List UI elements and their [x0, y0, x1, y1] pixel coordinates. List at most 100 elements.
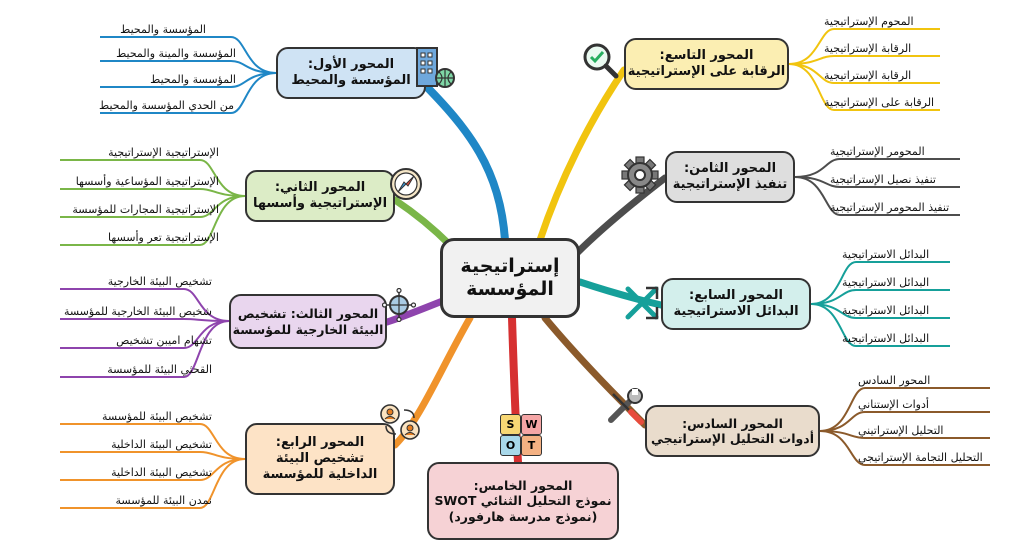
leaf-lines	[60, 28, 990, 509]
leaf-a9-2: الرقابة الإستراتيجية	[824, 42, 912, 55]
leaf-a4-2: تشخيص البيئة الداخلية	[111, 438, 212, 451]
leaf-line-a7-1	[810, 261, 950, 305]
swot-cell-w: W	[521, 414, 542, 435]
leaf-a7-2: البدائل الاستراتيجية	[842, 276, 930, 289]
axis-5-title: المحور الخامس:	[473, 478, 573, 494]
axis-9-subtitle: الرقابة على الإستراتيجية	[627, 64, 786, 79]
leaf-a2-1: الإستراتيجية الإستراتيجية	[108, 146, 219, 159]
central-topic[interactable]: إستراتيجية المؤسسة	[440, 238, 580, 318]
leaf-a3-4: القحثي البيئة للمؤسسة	[107, 363, 212, 376]
branch-a1	[416, 76, 509, 244]
swot-cell-t: T	[521, 435, 542, 456]
leaf-a2-3: الإستراتيجية المجارات للمؤسسة	[72, 203, 219, 216]
axis-2-node[interactable]: المحور الثاني: الإستراتيجية وأسسها	[245, 170, 395, 222]
axis-5-subtitle-2: (نموذج مدرسة هارفورد)	[448, 508, 598, 524]
branch-a2	[391, 196, 454, 249]
leaf-a1-1: المؤسسة والمحيط	[120, 23, 206, 36]
leaf-a6-4: التحليل التجامة الإستراتيجي	[858, 451, 983, 464]
axis-9-node[interactable]: المحور التاسع: الرقابة على الإستراتيجية	[624, 38, 789, 90]
leaf-a8-3: تنفيذ المحومر الإستراتيجية	[830, 201, 950, 214]
axis-7-node[interactable]: المحور السابع: البدائل الاستراتيجية	[661, 278, 811, 330]
swot-cell-o: O	[500, 435, 521, 456]
axis-4-subtitle-2: الداخلية للمؤسسة	[262, 466, 378, 482]
leaf-line-a2-4	[60, 195, 246, 246]
leaf-line-a3-4	[60, 320, 230, 378]
central-topic-line1: إستراتيجية	[460, 254, 560, 277]
leaf-line-a1-4	[100, 72, 277, 114]
axis-4-subtitle: تشخيص البيئة	[275, 451, 365, 467]
axis-1-title: المحور الأول:	[307, 57, 395, 73]
magnifier-check-icon	[583, 43, 619, 79]
leaf-a2-4: الإستراتيجية تعر وأسسها	[108, 231, 219, 244]
wrench-screwdriver-icon	[608, 388, 644, 425]
leaf-line-a6-1	[819, 387, 990, 432]
people-exchange-icon	[380, 404, 420, 440]
axis-4-node[interactable]: المحور الرابع: تشخيص البيئة الداخلية للم…	[245, 423, 395, 495]
leaf-a3-1: تشخيص البيئة الخارجية	[107, 275, 212, 288]
branch-a7	[576, 278, 665, 309]
leaf-a7-3: البدائل الاستراتيجية	[842, 304, 930, 317]
leaf-a9-1: المحوم الإستراتيجية	[824, 15, 914, 28]
building-globe-icon	[416, 47, 455, 88]
axis-3-node[interactable]: المحور الثالث: تشخيص البيئة الخارجية للم…	[229, 294, 387, 349]
swot-cell-s: S	[500, 414, 521, 435]
leaf-a4-4: نمدن البيئة للمؤسسة	[115, 494, 213, 507]
axis-8-node[interactable]: المحور الثامن: تنفيذ الإستراتيجية	[665, 151, 795, 203]
compass-icon	[390, 168, 422, 200]
gear-icon	[621, 156, 659, 194]
leaf-a2-2: الإستراتيجية المؤساعية وأسسها	[75, 175, 219, 188]
leaf-line-a4-4	[60, 458, 246, 509]
leaf-a7-4: البدائل الاستراتيجية	[842, 332, 930, 345]
leaf-line-a7-4	[810, 303, 950, 347]
leaf-a8-2: تنفيذ نصيل الإستراتيجية	[830, 173, 936, 186]
leaf-line-a6-4	[819, 430, 990, 466]
leaf-line-a9-4	[788, 63, 940, 111]
axis-3-subtitle: البيئة الخارجية للمؤسسة	[232, 321, 384, 337]
axis-7-subtitle: البدائل الاستراتيجية	[673, 304, 799, 319]
network-globe-icon	[382, 288, 416, 322]
leaf-a9-4: الرقابة على الإستراتيجية	[824, 96, 935, 109]
leaf-a3-3: تشهام اميبن تشخيص	[116, 334, 212, 347]
leaf-a1-4: من الحدي المؤسسة والمحيط	[99, 99, 234, 112]
axis-7-title: المحور السابع:	[689, 288, 783, 304]
axis-8-subtitle: تنفيذ الإستراتيجية	[672, 177, 788, 192]
leaf-line-a1-2	[100, 60, 277, 74]
leaf-a9-3: الرقابة الإستراتيجية	[824, 69, 912, 82]
branch-lines	[383, 66, 669, 466]
axis-4-title: المحور الرابع:	[275, 435, 365, 451]
leaf-line-a3-1	[60, 288, 230, 322]
leaf-a6-1: المحور السادس	[858, 374, 931, 387]
axis-1-subtitle: المؤسسة والمحيط	[291, 73, 411, 88]
axis-6-node[interactable]: المحور السادس: أدوات التحليل الإستراتيجي	[645, 405, 820, 457]
leaf-a6-2: أدوات الإستناني	[858, 398, 929, 411]
branch-a3	[383, 296, 449, 326]
leaf-a8-1: المحومر الإستراتيجية	[830, 145, 925, 158]
branch-a9	[536, 66, 628, 244]
axis-6-subtitle: أدوات التحليل الإستراتيجي	[651, 431, 814, 446]
leaf-a4-1: تشخيص البيئة للمؤسسة	[102, 410, 212, 423]
leaf-line-a2-2	[60, 188, 246, 197]
crossed-arrows-icon	[625, 286, 659, 320]
leaf-line-a3-2	[60, 318, 230, 322]
axis-2-subtitle: الإستراتيجية وأسسها	[252, 196, 388, 211]
leaf-a1-2: المؤسسة والمينة والمحيط	[116, 47, 236, 60]
axis-3-title: المحور الثالث: تشخيص	[237, 306, 379, 322]
leaf-line-a7-2	[810, 289, 950, 305]
axis-5-node[interactable]: المحور الخامس: نموذج التحليل الثنائي SWO…	[427, 462, 619, 540]
central-topic-line2: المؤسسة	[466, 278, 554, 300]
axis-2-title: المحور الثاني:	[274, 180, 366, 196]
leaf-a6-3: التحليل الإستراتيني	[858, 424, 944, 437]
axis-1-node[interactable]: المحور الأول: المؤسسة والمحيط	[276, 47, 426, 99]
axis-9-title: المحور التاسع:	[659, 48, 754, 64]
axis-6-title: المحور السادس:	[682, 415, 783, 431]
leaf-line-a4-2	[60, 451, 246, 460]
leaf-line-a9-2	[788, 55, 940, 65]
axis-8-title: المحور الثامن:	[683, 161, 777, 177]
axis-5-subtitle: نموذج التحليل الثنائي SWOT	[434, 493, 612, 509]
swot-grid-icon: S W O T	[500, 414, 542, 456]
leaf-a7-1: البدائل الاستراتيجية	[842, 248, 930, 261]
leaf-line-a8-3	[794, 176, 960, 216]
leaf-a3-2: شخيص البيئة الخارجية للمؤسسة	[63, 305, 212, 318]
leaf-a4-3: تشخيص البيئة الداخلية	[111, 466, 212, 479]
